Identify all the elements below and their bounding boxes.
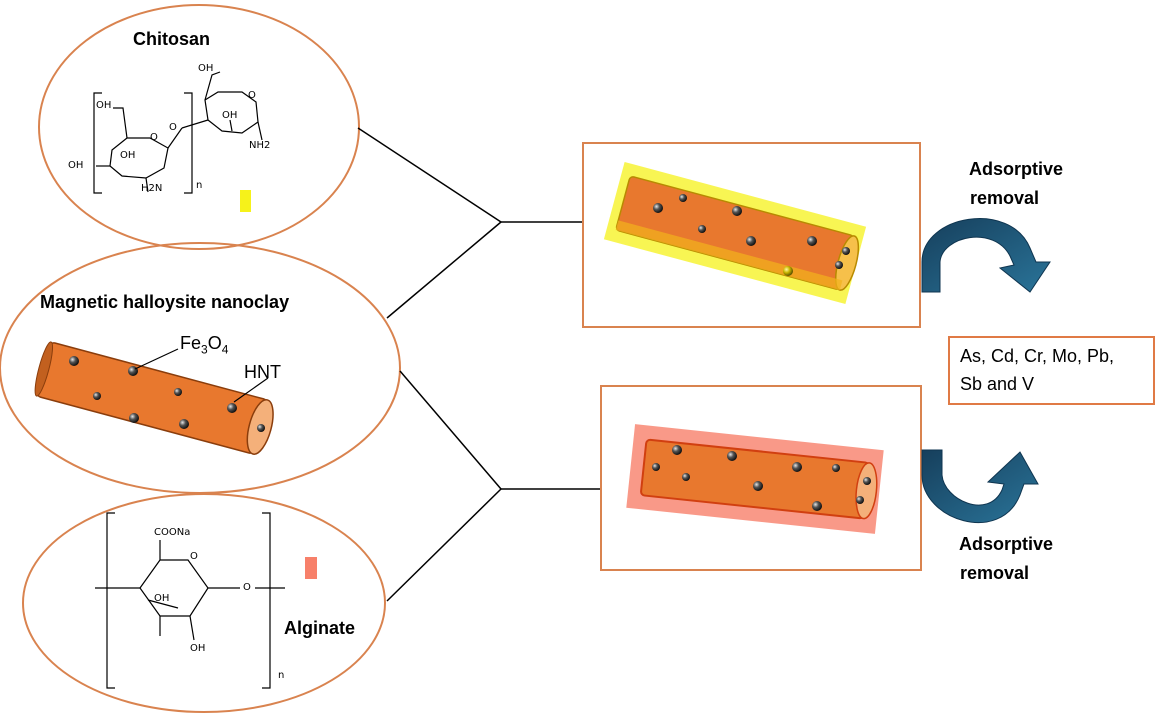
- alginate-n: n: [278, 670, 285, 681]
- adsorption-arrow-bottom: [921, 449, 1039, 523]
- fe3o4-o: O: [207, 333, 222, 353]
- chitosan-nh2-1: H2N: [141, 183, 163, 194]
- metals-line-2: Sb and V: [960, 374, 1035, 394]
- chitosan-nh2-2: NH2: [249, 140, 271, 151]
- fe3o4-sub-3: 3: [201, 342, 208, 357]
- halloysite-ellipse: [0, 242, 401, 494]
- alginate-oh-1: OH: [154, 593, 170, 604]
- chitosan-o-link: O: [169, 122, 177, 133]
- adsorption-arrow-top: [921, 218, 1051, 293]
- adsorptive-bottom-line2: removal: [960, 563, 1030, 583]
- connector-top: [357, 127, 582, 319]
- hnt-beads-left: [69, 356, 265, 432]
- chitosan-oh-5: OH: [222, 110, 238, 121]
- adsorptive-top-line1: Adsorptive: [969, 159, 1064, 179]
- chitosan-oh-1: OH: [96, 100, 112, 111]
- pointer-lines: [134, 348, 269, 403]
- chitosan-oh-3: OH: [120, 150, 136, 161]
- chitosan-oh-2: OH: [68, 160, 84, 171]
- metals-line-1: As, Cd, Cr, Mo, Pb,: [960, 346, 1115, 366]
- connector-bottom: [386, 370, 600, 602]
- chitosan-composite-beads: [653, 194, 850, 276]
- alginate-oh-2: OH: [190, 643, 206, 654]
- alginate-ellipse: [22, 493, 386, 713]
- alginate-label: Alginate: [284, 618, 356, 638]
- chitosan-oh-4: OH: [198, 63, 214, 74]
- alginate-structure: [95, 512, 285, 689]
- adsorptive-top-line2: removal: [970, 188, 1040, 208]
- chitosan-label: Chitosan: [133, 29, 211, 49]
- chitosan-n: n: [196, 180, 203, 191]
- chitosan-o-ring-1: O: [150, 132, 158, 143]
- alginate-o-link: O: [243, 582, 251, 593]
- fe3o4-fe: Fe: [180, 333, 202, 353]
- hnt-label: HNT: [244, 362, 281, 382]
- chitosan-structure: [93, 71, 263, 194]
- hnt-tube-left: [34, 341, 274, 455]
- alginate-o-ring: O: [190, 551, 198, 562]
- halloysite-label: Magnetic halloysite nanoclay: [40, 292, 290, 312]
- alginate-composite-beads: [652, 445, 871, 511]
- fe3o4-label: Fe3O4: [180, 333, 228, 357]
- heavy-metals-box: As, Cd, Cr, Mo, Pb, Sb and V: [948, 336, 1155, 405]
- chitosan-o-ring-2: O: [248, 90, 256, 101]
- adsorptive-bottom-line1: Adsorptive: [959, 534, 1054, 554]
- chitosan-composite-tube: [603, 162, 867, 304]
- fe3o4-sub-4: 4: [221, 342, 229, 357]
- chitosan-yellow-marker: [240, 190, 251, 212]
- chitosan-ellipse: [38, 4, 360, 250]
- alginate-red-marker: [305, 557, 317, 579]
- alginate-coona: COONa: [154, 527, 191, 538]
